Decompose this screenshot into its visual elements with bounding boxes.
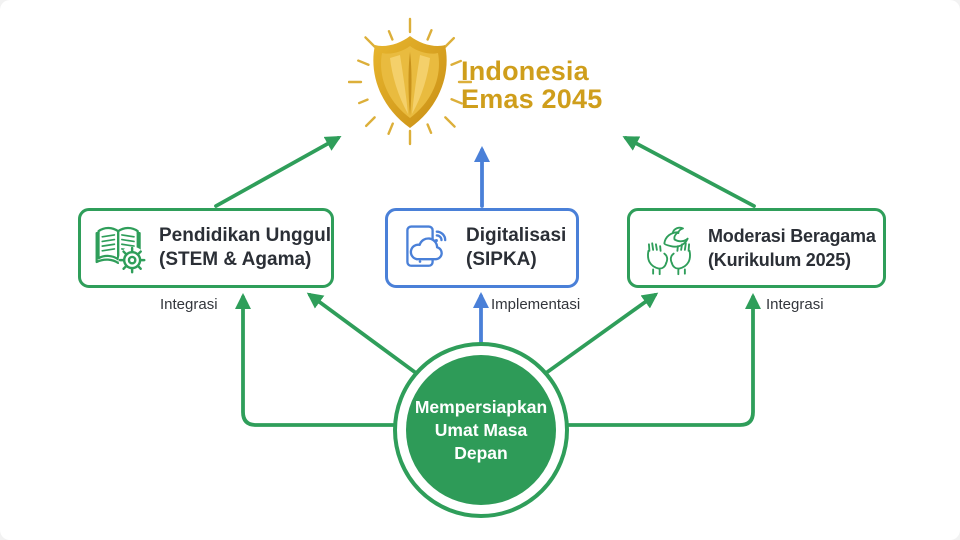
pillar-pendidikan-name: Pendidikan Unggul: [159, 225, 332, 246]
gold-shield-icon: [347, 17, 473, 146]
shield-rays: [347, 17, 473, 146]
tablet-cloud-icon: [406, 225, 447, 267]
pillar-moderasi-label: Moderasi Beragama (Kurikulum 2025): [708, 224, 876, 272]
foundation-circle: Mempersiapkan Umat Masa Depan: [393, 342, 569, 518]
pillar-digitalisasi-label: Digitalisasi (SIPKA): [466, 224, 566, 272]
goal-title-line2: Emas 2045: [461, 84, 603, 114]
connector-label-integrasi-left: Integrasi: [160, 296, 218, 313]
pillar-pendidikan-label: Pendidikan Unggul (STEM & Agama): [159, 224, 331, 272]
pillar-box-moderasi: Moderasi Beragama (Kurikulum 2025): [627, 208, 886, 288]
goal-shield: [347, 8, 473, 161]
connector-label-implementasi: Implementasi: [491, 296, 581, 313]
arrow-foundation-to-moderasi-elbow: [564, 293, 761, 427]
goal-title-line1: Indonesia: [461, 56, 589, 86]
pillar-pendidikan-subtitle: (STEM & Agama): [159, 249, 312, 270]
foundation-disc: Mempersiapkan Umat Masa Depan: [406, 355, 556, 505]
foundation-line3: Depan: [454, 442, 508, 463]
pillar-moderasi-subtitle: (Kurikulum 2025): [708, 250, 851, 270]
dove-hands-icon: [647, 226, 691, 276]
arrow-foundation-to-pendidikan-elbow: [235, 293, 398, 427]
pillar-box-digitalisasi: Digitalisasi (SIPKA): [385, 208, 579, 288]
pillar-moderasi-name: Moderasi Beragama: [708, 226, 876, 246]
arrow-moderasi-to-goal: [622, 136, 756, 208]
pillar-digitalisasi-name: Digitalisasi: [466, 225, 567, 246]
connector-label-integrasi-right: Integrasi: [766, 296, 824, 313]
pillar-box-pendidikan: Pendidikan Unggul (STEM & Agama): [78, 208, 334, 288]
foundation-line2: Umat Masa: [434, 419, 528, 440]
arrow-foundation-to-pendidikan-diagonal: [306, 292, 418, 375]
arrow-pendidikan-to-goal: [214, 136, 342, 208]
goal-title: Indonesia Emas 2045: [461, 57, 602, 113]
pillar-digitalisasi-subtitle: (SIPKA): [466, 249, 537, 270]
book-gear-icon: [95, 226, 146, 274]
foundation-line1: Mempersiapkan: [414, 396, 548, 417]
